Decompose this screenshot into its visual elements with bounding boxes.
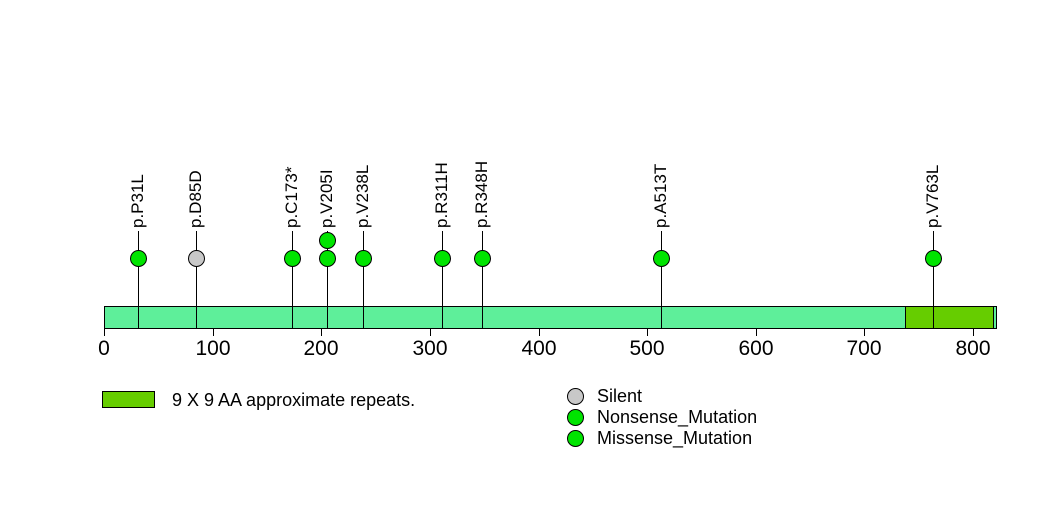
mutation-label: p.V205I <box>317 169 336 228</box>
mutation-label: p.A513T <box>651 163 670 228</box>
axis-tick-label: 500 <box>629 337 665 360</box>
mutation-point <box>653 250 670 267</box>
mutation-point <box>284 250 301 267</box>
axis-tick-label: 100 <box>195 337 231 360</box>
mutation-label: p.C173* <box>282 166 301 228</box>
axis-tick <box>430 329 431 336</box>
lollipop-stem <box>442 231 443 329</box>
lollipop-stem <box>138 231 139 329</box>
domain-swatch <box>102 391 155 408</box>
protein-domain <box>905 306 994 329</box>
axis-tick-label: 800 <box>955 337 991 360</box>
legend-mutation-swatch <box>567 409 584 426</box>
axis-tick <box>104 329 105 336</box>
mutation-point <box>474 250 491 267</box>
axis-tick <box>213 329 214 336</box>
lollipop-stem <box>482 231 483 329</box>
protein-backbone <box>104 306 997 329</box>
axis-tick-label: 300 <box>412 337 448 360</box>
legend-mutation-swatch <box>567 388 584 405</box>
lollipop-stem <box>327 231 328 329</box>
axis-tick-label: 200 <box>303 337 339 360</box>
axis-tick-label: 400 <box>521 337 557 360</box>
legend-mutation-swatch <box>567 430 584 447</box>
mutation-point <box>130 250 147 267</box>
mutation-label: p.R348H <box>472 160 491 228</box>
lollipop-stem <box>363 231 364 329</box>
legend-mutation-label: Nonsense_Mutation <box>597 407 758 427</box>
axis-tick <box>539 329 540 336</box>
lollipop-stem <box>661 231 662 329</box>
axis-tick-label: 0 <box>98 337 110 360</box>
mutation-point <box>319 232 336 249</box>
domain-legend-label: 9 X 9 AA approximate repeats. <box>172 390 416 410</box>
axis-tick <box>321 329 322 336</box>
legend-mutation-label: Missense_Mutation <box>597 428 753 448</box>
mutation-point <box>355 250 372 267</box>
mutation-label: p.V763L <box>923 164 942 228</box>
lollipop-stem <box>933 231 934 329</box>
lollipop-stem <box>196 231 197 329</box>
mutation-label: p.V238L <box>353 164 372 228</box>
axis-tick <box>973 329 974 336</box>
axis-tick-label: 700 <box>846 337 882 360</box>
axis-tick-label: 600 <box>738 337 774 360</box>
lollipop-stem <box>292 231 293 329</box>
mutation-label: p.P31L <box>128 174 147 228</box>
mutation-point <box>434 250 451 267</box>
mutation-label: p.D85D <box>186 170 205 228</box>
mutation-label: p.R311H <box>432 162 451 228</box>
axis-tick <box>756 329 757 336</box>
legend-mutation-label: Silent <box>597 386 643 406</box>
mutation-point <box>925 250 942 267</box>
mutation-point <box>188 250 205 267</box>
axis-tick <box>647 329 648 336</box>
mutation-point <box>319 250 336 267</box>
axis-tick <box>864 329 865 336</box>
